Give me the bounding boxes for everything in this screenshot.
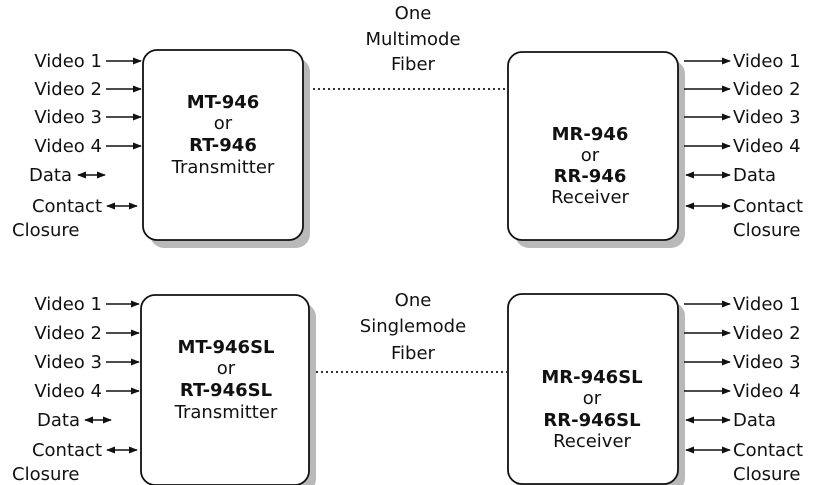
receiver-block: MR-946 or RR-946 Receiver bbox=[507, 51, 685, 248]
transmitter-inputs: Video 1 Video 2 Video 3 Video 4 Data Con… bbox=[12, 51, 142, 241]
output-label-video4: Video 4 bbox=[733, 381, 801, 402]
transmitter-block: MT-946 or RT-946 Transmitter bbox=[142, 49, 310, 248]
receiver-type: Receiver bbox=[553, 431, 631, 452]
receiver-box bbox=[507, 293, 679, 485]
system-singlemode: MT-946SL or RT-946SL Transmitter MR-946S… bbox=[12, 290, 803, 485]
fiber-label-line2: Multimode bbox=[365, 29, 460, 50]
output-label-video4: Video 4 bbox=[733, 136, 801, 157]
fiber-link: One Singlemode Fiber bbox=[316, 290, 508, 373]
receiver-outputs: Video 1 Video 2 Video 3 Video 4 Data Con… bbox=[684, 294, 803, 485]
transmitter-model-a: MT-946 bbox=[187, 92, 260, 113]
output-label-closure: Closure bbox=[733, 464, 800, 485]
output-label-video1: Video 1 bbox=[733, 51, 801, 72]
output-label-closure: Closure bbox=[733, 220, 800, 241]
transmitter-model-b: RT-946SL bbox=[180, 380, 272, 401]
input-label-data: Data bbox=[29, 165, 72, 186]
receiver-block: MR-946SL or RR-946SL Receiver bbox=[507, 293, 685, 485]
receiver-model-a: MR-946 bbox=[552, 124, 629, 145]
input-label-closure: Closure bbox=[12, 464, 79, 485]
output-label-video2: Video 2 bbox=[733, 323, 801, 344]
input-label-video2: Video 2 bbox=[34, 323, 102, 344]
receiver-model-a: MR-946SL bbox=[541, 367, 642, 388]
output-label-video3: Video 3 bbox=[733, 352, 801, 373]
transmitter-model-b: RT-946 bbox=[189, 135, 257, 156]
input-label-video4: Video 4 bbox=[34, 381, 102, 402]
input-label-video2: Video 2 bbox=[34, 79, 102, 100]
receiver-type: Receiver bbox=[551, 187, 629, 208]
transmitter-or: or bbox=[214, 113, 233, 134]
output-label-data: Data bbox=[733, 410, 776, 431]
system-multimode: MT-946 or RT-946 Transmitter MR-946 or R… bbox=[12, 3, 803, 248]
output-label-video2: Video 2 bbox=[733, 79, 801, 100]
transmitter-or: or bbox=[217, 358, 236, 379]
receiver-or: or bbox=[583, 388, 602, 409]
transmitter-type: Transmitter bbox=[171, 157, 275, 178]
output-label-data: Data bbox=[733, 165, 776, 186]
input-label-contact: Contact bbox=[32, 440, 102, 461]
input-label-closure: Closure bbox=[12, 220, 79, 241]
receiver-model-b: RR-946SL bbox=[543, 410, 640, 431]
transmitter-box bbox=[142, 49, 304, 241]
receiver-box bbox=[507, 51, 679, 241]
input-label-data: Data bbox=[37, 410, 80, 431]
output-label-video3: Video 3 bbox=[733, 107, 801, 128]
output-label-video1: Video 1 bbox=[733, 294, 801, 315]
fiber-label-line1: One bbox=[395, 3, 432, 24]
fiber-label-line1: One bbox=[395, 290, 432, 311]
transmitter-box bbox=[140, 294, 310, 485]
input-label-video1: Video 1 bbox=[34, 294, 102, 315]
receiver-or: or bbox=[581, 145, 600, 166]
fiber-link: One Multimode Fiber bbox=[313, 3, 508, 90]
fiber-label-line2: Singlemode bbox=[360, 316, 466, 337]
transmitter-inputs: Video 1 Video 2 Video 3 Video 4 Data Con… bbox=[12, 294, 140, 485]
receiver-outputs: Video 1 Video 2 Video 3 Video 4 Data Con… bbox=[684, 51, 803, 241]
transmitter-block: MT-946SL or RT-946SL Transmitter bbox=[140, 294, 316, 485]
fiber-label-line3: Fiber bbox=[391, 343, 436, 364]
output-label-contact: Contact bbox=[733, 196, 803, 217]
receiver-model-b: RR-946 bbox=[554, 166, 627, 187]
input-label-video1: Video 1 bbox=[34, 51, 102, 72]
transmitter-model-a: MT-946SL bbox=[177, 337, 274, 358]
input-label-contact: Contact bbox=[32, 196, 102, 217]
fiber-label-line3: Fiber bbox=[391, 54, 436, 75]
input-label-video3: Video 3 bbox=[34, 352, 102, 373]
transmitter-type: Transmitter bbox=[174, 402, 278, 423]
output-label-contact: Contact bbox=[733, 440, 803, 461]
input-label-video3: Video 3 bbox=[34, 107, 102, 128]
input-label-video4: Video 4 bbox=[34, 136, 102, 157]
